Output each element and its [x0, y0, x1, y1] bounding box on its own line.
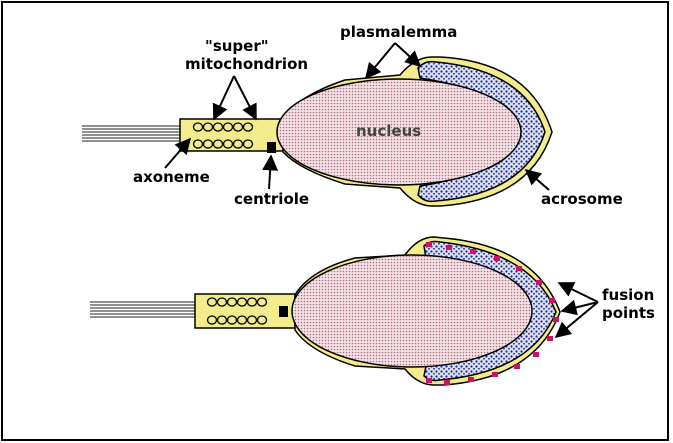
- acrosome-label: acrosome: [541, 190, 623, 208]
- super-arrows: [214, 76, 256, 119]
- plasmalemma-label: plasmalemma: [340, 23, 457, 41]
- centriole-arrow: [269, 156, 271, 189]
- fusion-arrows: [556, 283, 598, 337]
- axoneme-arrow: [165, 139, 190, 168]
- fusion-label-line1: fusion: [602, 286, 654, 304]
- axoneme-label: axoneme: [133, 168, 210, 186]
- centriole-top: [267, 142, 276, 153]
- acrosome-arrow: [526, 170, 549, 190]
- centriole-label: centriole: [234, 190, 309, 208]
- centriole-bottom: [279, 306, 288, 317]
- nucleus-bottom: [292, 255, 532, 367]
- nucleus-label: nucleus: [356, 122, 421, 140]
- super-label-line1: "super": [205, 37, 269, 55]
- fusion-label-line2: points: [602, 304, 655, 322]
- sperm-after-fusion: [90, 237, 560, 385]
- super-label-line2: mitochondrion: [185, 55, 308, 73]
